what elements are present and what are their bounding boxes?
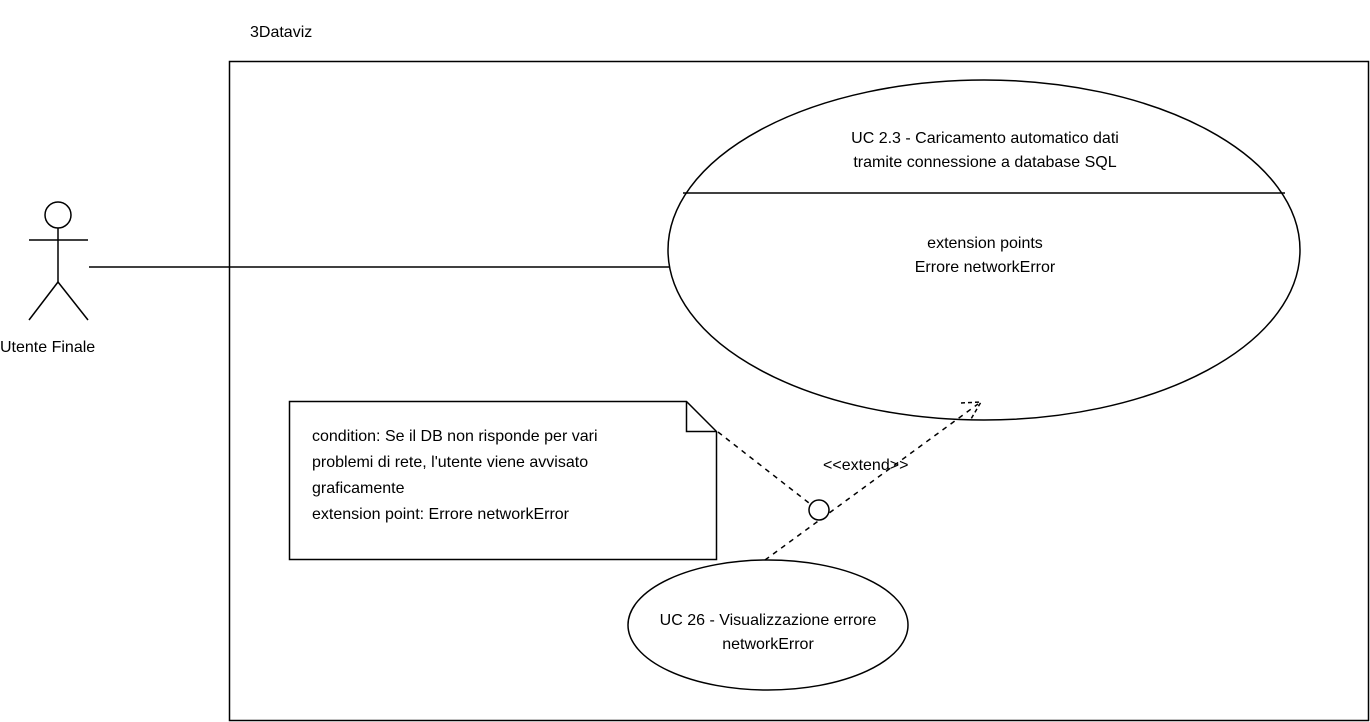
actor-name: Utente Finale [0, 339, 96, 356]
extend-stereotype-label: <<extend>> [823, 457, 909, 474]
system-boundary[interactable] [228, 60, 1370, 722]
extension-points-header: extension points [927, 235, 1043, 252]
actor-head [44, 201, 72, 229]
actor-left-leg [28, 281, 59, 321]
use-case-main-ellipse[interactable] [667, 79, 1301, 421]
use-case-extension-title-line2: networkError [722, 636, 814, 653]
use-case-main-title: UC 2.3 - Caricamento automatico dati tra… [770, 127, 1200, 175]
use-case-main-title-line2: tramite connessione a database SQL [853, 154, 1117, 171]
note-connector-line[interactable] [717, 431, 810, 504]
note-anchor-circle [808, 499, 830, 521]
note-text: condition: Se il DB non risponde per var… [312, 424, 598, 528]
note-line-1: condition: Se il DB non risponde per var… [312, 428, 598, 445]
use-case-main-title-line1: UC 2.3 - Caricamento automatico dati [851, 130, 1119, 147]
extension-point-name: Errore networkError [914, 259, 1056, 276]
note-line-3: graficamente [312, 480, 405, 497]
use-case-main-extension-points: extension points Errore networkError [770, 232, 1200, 280]
extend-dependency-line[interactable] [764, 403, 979, 561]
system-title: 3Dataviz [250, 24, 313, 41]
note-line-2: problemi di rete, l'utente viene avvisat… [312, 454, 589, 471]
note-line-4: extension point: Errore networkError [312, 506, 569, 523]
use-case-extension-ellipse[interactable] [627, 559, 909, 691]
use-case-extension-title-line1: UC 26 - Visualizzazione errore [659, 612, 877, 629]
actor-stick-figure-icon[interactable] [28, 201, 89, 321]
note-box[interactable] [288, 400, 718, 561]
note-fold [685, 401, 717, 433]
use-case-extension-title: UC 26 - Visualizzazione errore networkEr… [620, 609, 916, 657]
actor-right-leg [57, 281, 89, 321]
